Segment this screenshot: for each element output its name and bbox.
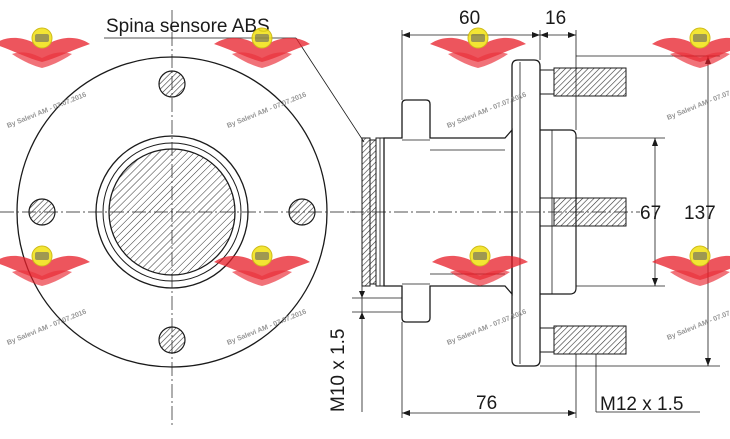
watermark-text: By Salevi AM - 07.07.2016 [446,308,527,346]
bolt-hole-top [158,70,186,98]
hub-bore-section [108,148,236,276]
watermark-text: By Salevi AM - 07.07.2016 [666,303,730,341]
watermark-text: By Salevi AM - 07.07.2016 [226,91,307,129]
flange-outer-circle [16,56,328,368]
hub-pilot-circle [95,135,249,289]
watermark-logo-icon [429,27,527,69]
watermark-text: By Salevi AM - 07.07.2016 [6,91,87,129]
stud-top [539,67,627,97]
front-view [0,10,355,425]
stud-middle [539,197,627,227]
dim-67-label: 67 [640,203,661,224]
watermark-logo-icon [651,245,730,287]
thread-m12-label: M12 x 1.5 [600,394,683,415]
dim-16-label: 16 [545,8,566,29]
watermark-logo-icon [0,245,91,287]
bolt-hole-left [28,198,56,226]
watermark-text: By Salevi AM - 07.07.2016 [666,83,730,121]
watermark-logo-icon [431,245,529,287]
abs-sensor-label: Spina sensore ABS [106,16,270,37]
wheel-flange [511,59,541,367]
dim-137-label: 137 [684,203,716,224]
watermark-text: By Salevi AM - 07.07.2016 [446,91,527,129]
dim-76-label: 76 [476,393,497,414]
bolt-hole-right [288,198,316,226]
side-view [350,59,640,367]
watermark-text: By Salevi AM - 07.07.2016 [6,308,87,346]
dimensions [104,30,720,418]
bolt-hole-bottom [158,326,186,354]
thread-m10-label: M10 x 1.5 [328,329,349,412]
watermark-logo-icon [651,27,730,69]
abs-sensor-ring [361,137,371,287]
stud-bottom [539,325,627,355]
hub-body [383,99,513,323]
dim-60-label: 60 [459,8,480,29]
watermark-logo-icon [0,27,91,69]
watermark-text: By Salevi AM - 07.07.2016 [226,308,307,346]
